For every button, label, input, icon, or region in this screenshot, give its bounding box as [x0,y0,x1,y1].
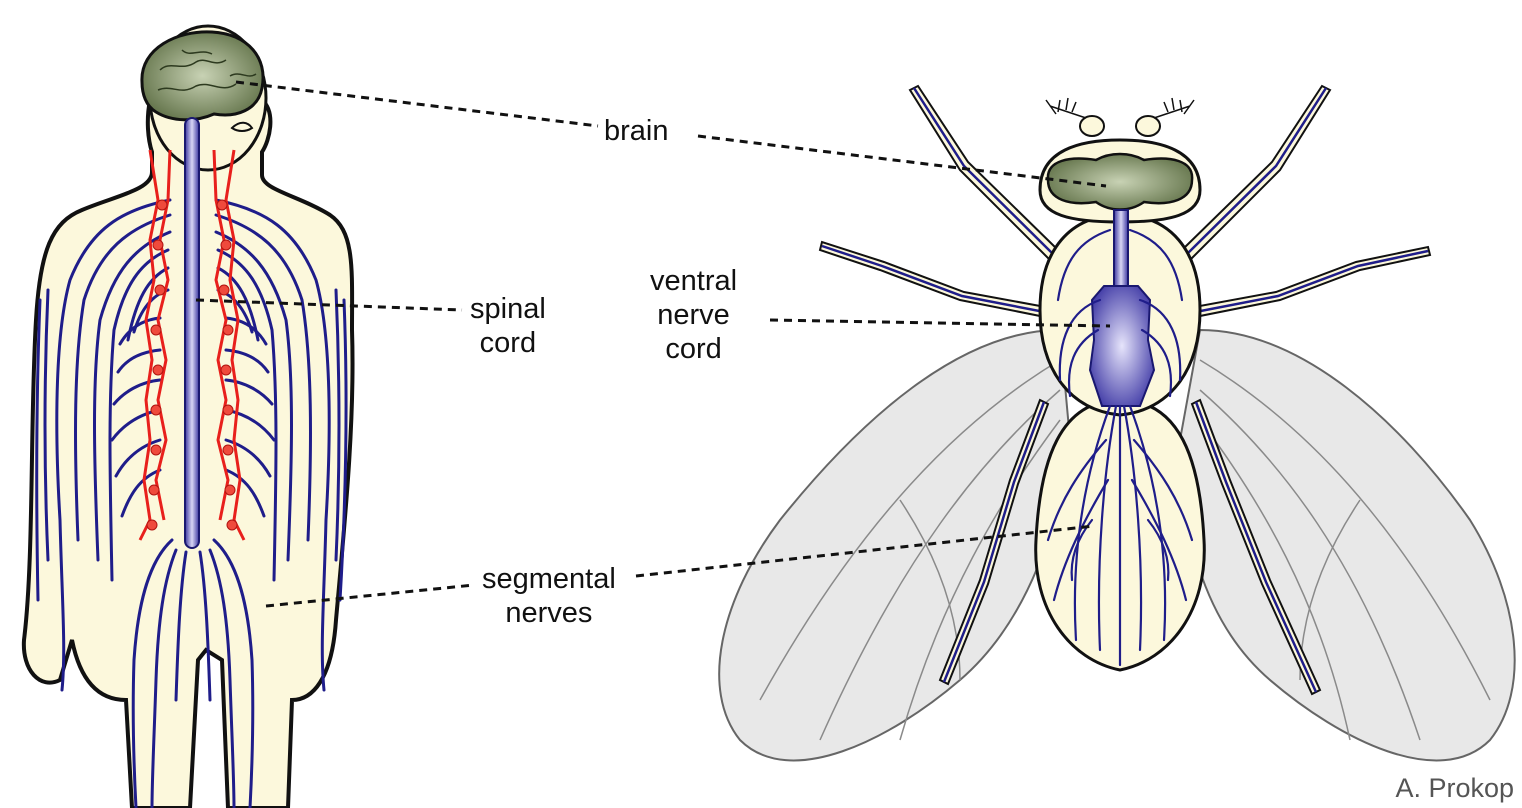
fly-right-wing [1180,330,1515,760]
fly-ventral-nerve-cord [1090,286,1154,406]
label-spinal-cord-line1: spinal [470,292,546,326]
fly-left-wing [719,330,1070,760]
label-spinal-cord: spinal cord [470,292,546,360]
label-vnc-line2: nerve [650,298,737,332]
label-segmental-nerves: segmental nerves [482,562,616,630]
leader-brain-human [236,82,598,126]
fly-brain [1048,154,1192,210]
label-brain: brain [604,114,669,148]
label-ventral-nerve-cord: ventral nerve cord [650,264,737,366]
human-spinal-cord [185,118,199,548]
label-spinal-cord-line2: cord [470,326,546,360]
label-segmental-line1: segmental [482,562,616,596]
label-vnc-line1: ventral [650,264,737,298]
label-vnc-line3: cord [650,332,737,366]
author-credit: A. Prokop [1395,773,1514,804]
label-brain-text: brain [604,115,669,147]
label-segmental-line2: nerves [482,596,616,630]
human-figure [24,26,353,808]
fly-figure [719,86,1514,760]
